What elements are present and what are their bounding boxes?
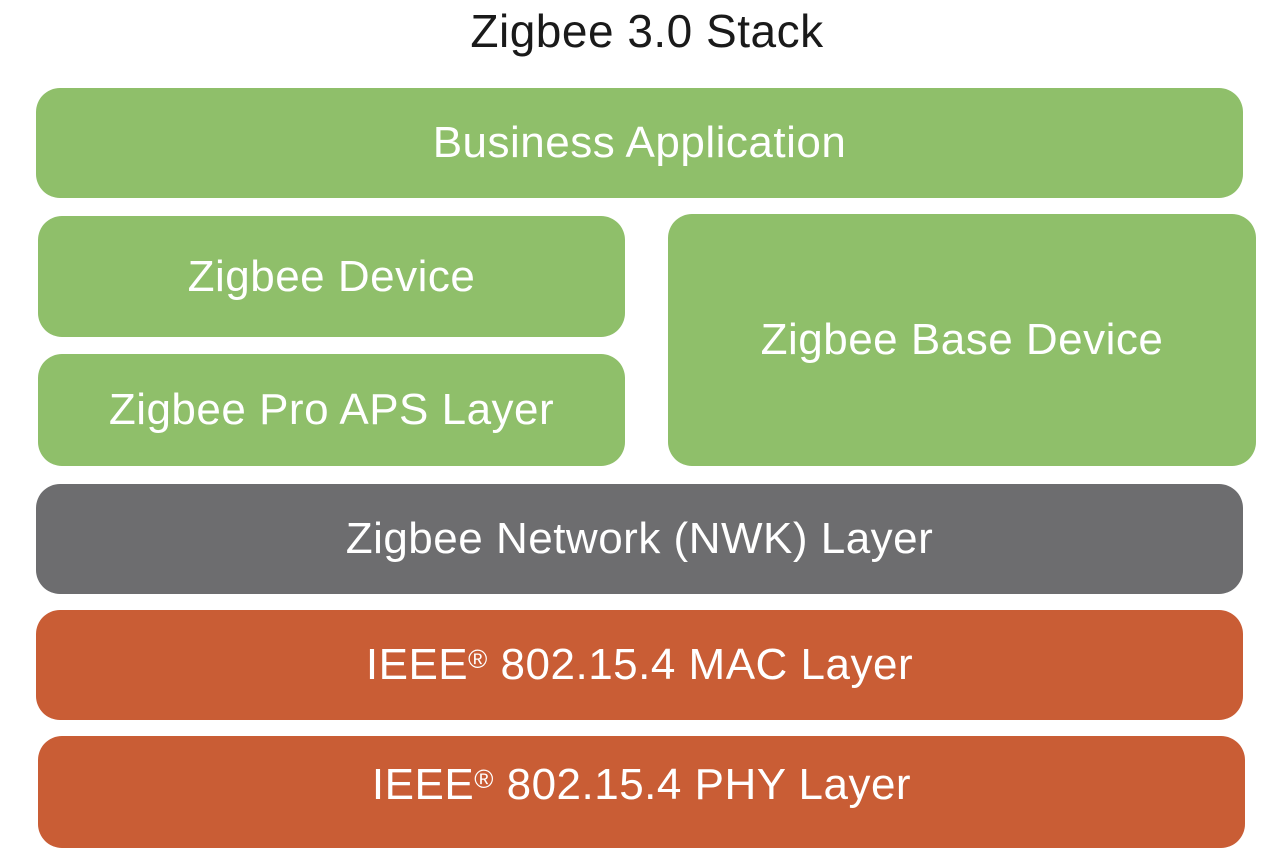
zigbee-base-device-layer: Zigbee Base Device [668,214,1256,466]
ieee-phy-suffix: 802.15.4 PHY Layer [493,760,912,809]
registered-mark: ® [474,764,494,794]
ieee-phy-prefix: IEEE [371,760,475,809]
zigbee-pro-aps-layer: Zigbee Pro APS Layer [38,354,625,466]
ieee-mac-label: IEEE® 802.15.4 MAC Layer [366,640,913,690]
ieee-phy-layer: IEEE® 802.15.4 PHY Layer [38,736,1245,848]
zigbee-network-layer: Zigbee Network (NWK) Layer [36,484,1243,594]
business-application-label: Business Application [432,118,847,167]
zigbee-pro-aps-label: Zigbee Pro APS Layer [108,385,555,434]
zigbee-device-label: Zigbee Device [187,251,476,301]
business-application-layer: Business Application [36,88,1243,198]
zigbee-device-layer: Zigbee Device [38,216,625,337]
ieee-phy-label: IEEE® 802.15.4 PHY Layer [372,760,911,810]
zigbee-base-device-label: Zigbee Base Device [760,315,1164,364]
zigbee-network-label: Zigbee Network (NWK) Layer [345,514,934,563]
ieee-mac-prefix: IEEE [365,640,469,689]
ieee-mac-layer: IEEE® 802.15.4 MAC Layer [36,610,1243,720]
diagram-title: Zigbee 3.0 Stack [470,5,824,57]
registered-mark: ® [468,644,488,674]
ieee-mac-suffix: 802.15.4 MAC Layer [487,640,914,689]
